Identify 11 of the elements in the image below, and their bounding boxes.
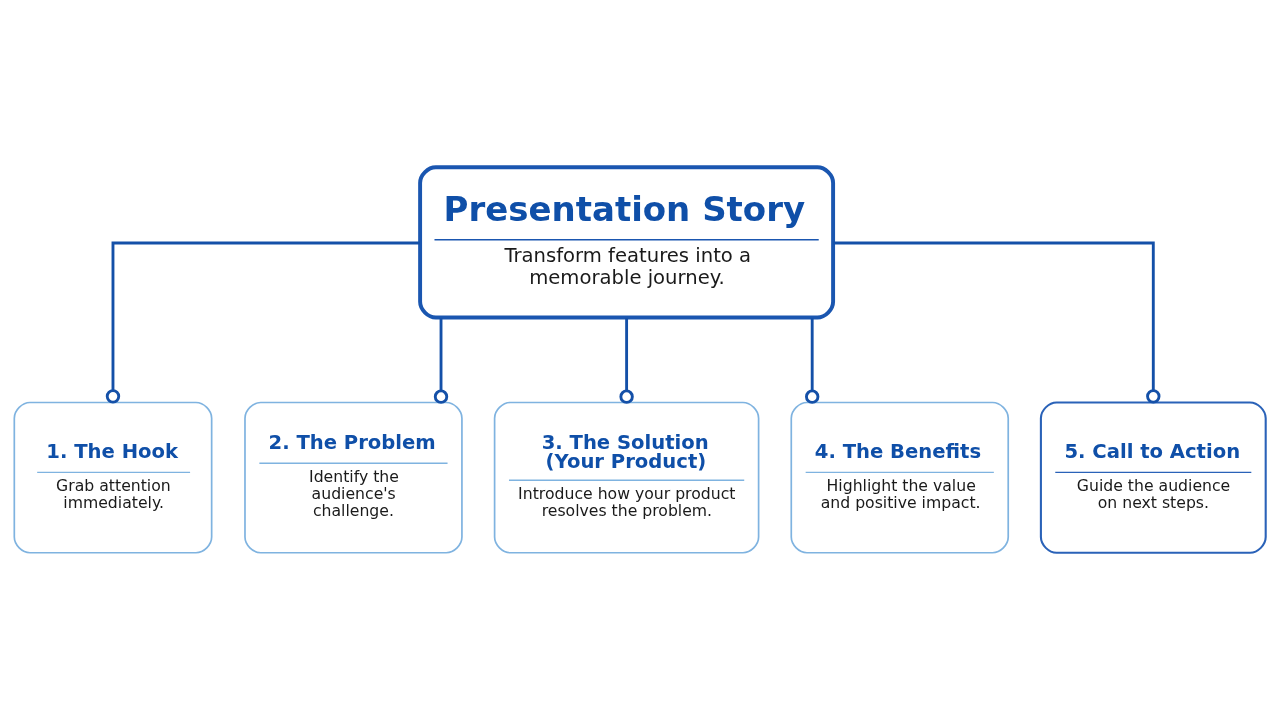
connector [105, 241, 420, 404]
node-box: 5. Call to Action Guide the audience on next steps. [1039, 401, 1267, 554]
node-box: 3. The Solution (Your Product) Introduce how your product resolves the problem. [493, 401, 760, 554]
node-box: 2. The Problem Identify the audience's challenge. [244, 401, 463, 554]
node-box: 1. The Hook Grab attention immediately. [13, 401, 213, 554]
node-box: Presentation Story Transform features into a memorable journey. [418, 165, 836, 320]
connector [619, 318, 634, 404]
connector [833, 241, 1161, 404]
connector [805, 318, 820, 404]
node-box: 4. The Benefits Highlight the value and positive impact. [790, 401, 1010, 554]
connector [433, 318, 449, 404]
